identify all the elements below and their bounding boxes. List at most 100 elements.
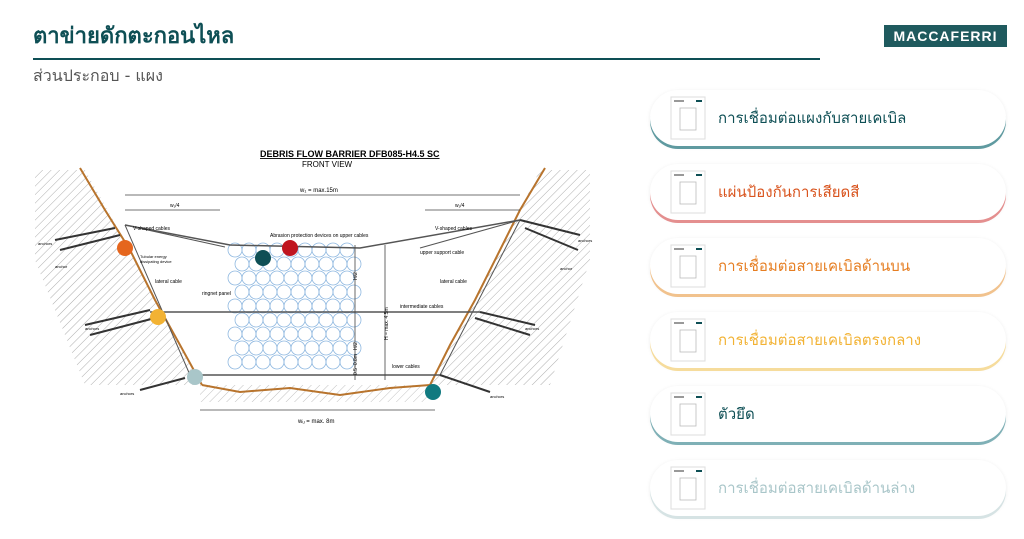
ring <box>255 326 271 342</box>
ring <box>227 298 243 314</box>
ring <box>304 312 320 328</box>
ring <box>255 298 271 314</box>
page-title: ตาข่ายดักตะกอนไหล <box>33 24 235 49</box>
h05-label: 0.5~0.8m <box>353 354 359 375</box>
menu-card-label: การเชื่อมต่อแผงกับสายเคเบิล <box>718 109 907 127</box>
anchor-line <box>84 309 151 326</box>
marker-teal[interactable] <box>255 250 271 266</box>
v-cable-right-label: V-shaped cables <box>435 226 472 232</box>
ring <box>297 326 313 342</box>
ring <box>346 312 362 328</box>
ring <box>318 284 334 300</box>
left-v-cable <box>124 224 226 248</box>
ring <box>297 270 313 286</box>
intermediate-label: intermediate cables <box>400 304 444 310</box>
h2-lower-label: H/2 <box>353 342 359 350</box>
ring <box>339 242 355 258</box>
menu-card-label: การเชื่อมต่อสายเคเบิลด้านบน <box>718 257 911 275</box>
tubular-label-2: dissipating device <box>140 259 172 264</box>
left-slope <box>35 170 200 385</box>
ring <box>248 284 264 300</box>
menu-card[interactable]: การเชื่อมต่อสายเคเบิลตรงกลาง <box>650 312 1006 368</box>
ring <box>346 340 362 356</box>
right-slope <box>430 170 590 385</box>
ring <box>304 256 320 272</box>
ring <box>227 354 243 370</box>
ring <box>276 340 292 356</box>
anchor-line <box>139 377 186 391</box>
ring <box>276 284 292 300</box>
diagram-subheading: FRONT VIEW <box>302 160 353 169</box>
left-lateral-cable <box>124 224 191 376</box>
ring <box>262 312 278 328</box>
ring <box>325 242 341 258</box>
document-thumbnail-icon <box>670 318 706 362</box>
ring <box>269 354 285 370</box>
ring <box>311 242 327 258</box>
marker-light-teal[interactable] <box>187 369 203 385</box>
ring <box>269 270 285 286</box>
ring <box>325 298 341 314</box>
ring <box>325 270 341 286</box>
menu-card[interactable]: แผ่นป้องกันการเสียดสี <box>650 164 1006 220</box>
ringnet-label: ringnet panel <box>202 291 231 297</box>
ring <box>339 270 355 286</box>
barrier-diagram: DEBRIS FLOW BARRIER DFB085-H4.5 SC FRONT… <box>35 149 592 425</box>
anchor-label: anchors <box>38 241 52 246</box>
ring <box>269 298 285 314</box>
anchor-line <box>59 234 121 251</box>
menu-card-label: แผ่นป้องกันการเสียดสี <box>718 183 860 201</box>
menu-card-label: การเชื่อมต่อสายเคเบิลด้านล่าง <box>718 479 916 497</box>
ring <box>241 298 257 314</box>
right-terrain-line <box>429 167 546 386</box>
marker-teal-bottom[interactable] <box>425 384 441 400</box>
ring <box>339 326 355 342</box>
ring <box>227 270 243 286</box>
document-thumbnail-icon <box>670 466 706 510</box>
anchor-label: anchors <box>120 391 134 396</box>
ring <box>234 340 250 356</box>
ring <box>255 270 271 286</box>
v-cable-left-label: V-shaped cables <box>133 226 170 232</box>
ring <box>269 326 285 342</box>
menu-card[interactable]: การเชื่อมต่อสายเคเบิลด้านล่าง <box>650 460 1006 516</box>
lower-label: lower cables <box>392 364 420 370</box>
ring <box>325 326 341 342</box>
abrasion-label: Abrasion protection devices on upper cab… <box>270 233 369 239</box>
ring <box>339 298 355 314</box>
w1-label: w₁ = max.15m <box>299 188 338 194</box>
anchor-line <box>54 227 116 241</box>
ring <box>290 340 306 356</box>
ring <box>269 242 285 258</box>
marker-orange[interactable] <box>117 240 133 256</box>
ring <box>283 326 299 342</box>
ring <box>227 326 243 342</box>
tubular-label-1: Tubular energy <box>140 254 167 259</box>
menu-card[interactable]: การเชื่อมต่อสายเคเบิลด้านบน <box>650 238 1006 294</box>
ring <box>248 340 264 356</box>
menu-card[interactable]: การเชื่อมต่อแผงกับสายเคเบิล <box>650 90 1006 146</box>
ring <box>311 270 327 286</box>
diagram-heading: DEBRIS FLOW BARRIER DFB085-H4.5 SC <box>260 149 440 159</box>
marker-red[interactable] <box>282 240 298 256</box>
ring <box>311 354 327 370</box>
ring <box>304 284 320 300</box>
menu-card[interactable]: ตัวยึด <box>650 386 1006 442</box>
ring <box>346 284 362 300</box>
w4-right-label: w₁/4 <box>455 203 465 209</box>
wu-label: wᵤ = max. 8m <box>297 419 334 425</box>
anchor-line <box>524 227 579 251</box>
anchor-label: anchor <box>55 264 68 269</box>
ring <box>297 242 313 258</box>
anchor-label: anchors <box>85 326 99 331</box>
ring <box>234 284 250 300</box>
anchor-label: anchors <box>490 394 504 399</box>
marker-yellow[interactable] <box>150 309 166 325</box>
ring <box>332 340 348 356</box>
ring <box>290 284 306 300</box>
ring <box>255 354 271 370</box>
document-thumbnail-icon <box>670 392 706 436</box>
ring <box>290 312 306 328</box>
ring <box>332 312 348 328</box>
ring <box>283 354 299 370</box>
